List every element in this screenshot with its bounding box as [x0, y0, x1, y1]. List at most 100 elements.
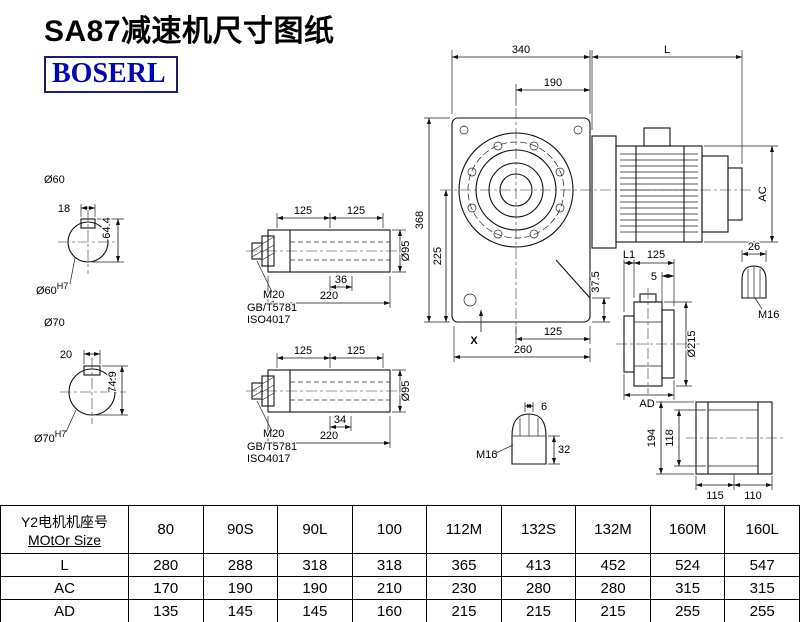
- dim-label-125a: 125: [294, 205, 312, 217]
- dim-label-64-4: 64.4: [101, 217, 113, 238]
- terminal-box: [643, 127, 671, 147]
- dim-hub-bottom-d95: Ø95: [392, 369, 413, 413]
- dim-side-L1: L1: [622, 248, 636, 312]
- motor-rear-cap: [701, 155, 729, 233]
- view-output: 194 118 115 110: [645, 401, 784, 503]
- dim-label-125d: 125: [347, 345, 365, 357]
- dim-main-L: L: [591, 43, 743, 164]
- dim-label-34: 34: [334, 414, 346, 426]
- dim-side-125: 125: [633, 248, 675, 306]
- label-d70h7: Ø70H7: [34, 429, 66, 445]
- dim-label-26: 26: [748, 241, 760, 253]
- dim-side-d215: Ø215: [664, 301, 699, 387]
- table-cell: 280: [128, 553, 204, 577]
- motor-flange: [591, 135, 617, 249]
- row-label: AC: [0, 576, 129, 600]
- dim-label-340: 340: [512, 44, 530, 56]
- dim-label-AC: AC: [757, 186, 769, 201]
- dim-label-368: 368: [414, 211, 426, 229]
- dim-label-d95b: Ø95: [400, 381, 412, 402]
- label-m16-right: M16: [758, 309, 779, 321]
- table-cell: 315: [724, 576, 800, 600]
- dim-main-260: 260: [453, 326, 591, 362]
- view-hollow-shaft-bottom: 125 125 34 220 Ø95 M20 GB/T5781: [246, 344, 414, 467]
- view-shaft70-section: 20 74.9 Ø70 Ø70H7: [33, 316, 128, 446]
- table-cell: 145: [202, 599, 279, 622]
- col-header: 80: [128, 505, 204, 554]
- header-cn: Y2电机机座号: [20, 513, 109, 530]
- bore-70-tol: H7: [55, 429, 67, 439]
- table-cell: 255: [649, 599, 726, 622]
- dim-label-260: 260: [514, 344, 532, 356]
- table-cell: 318: [277, 553, 353, 577]
- dim-label-18: 18: [58, 203, 70, 215]
- table-cell: 280: [575, 576, 651, 600]
- table-cell: 452: [575, 553, 651, 577]
- dim-output-115-110: 115 110: [695, 474, 773, 503]
- marker-x: X: [469, 309, 484, 348]
- table-cell: 215: [575, 599, 651, 622]
- label-m20b: M20: [263, 428, 284, 440]
- dim-hub-top-220: 220: [267, 276, 391, 308]
- table-cell: 288: [202, 553, 279, 577]
- table-header-row: Y2电机机座号 MOtOr Size 80 90S 90L 100 112M 1…: [0, 505, 800, 554]
- technical-drawing: 18 64.4 Ø60 Ø60H7 20 74.: [33, 43, 784, 503]
- label-d70: Ø70: [44, 317, 65, 329]
- dim-label-L1: L1: [623, 249, 635, 261]
- dim-main-AC: AC: [704, 145, 778, 243]
- dim-label-110: 110: [744, 490, 762, 502]
- motor-size-table: Y2电机机座号 MOtOr Size 80 90S 90L 100 112M 1…: [0, 505, 800, 622]
- dim-label-125b: 125: [347, 205, 365, 217]
- dim-output-194: 194: [645, 401, 694, 475]
- dim-key-bottom-6: 6: [524, 400, 548, 414]
- dim-label-5: 5: [651, 271, 657, 283]
- dim-hub-top-125-125: 125 125: [276, 204, 384, 228]
- table-cell: 170: [128, 576, 204, 600]
- table-cell: 524: [649, 553, 726, 577]
- dim-hub-top-36: 36: [329, 273, 353, 291]
- table-row-AC: AC 170 190 190 210 230 280 280 315 315: [0, 576, 800, 600]
- dim-label-118: 118: [664, 429, 676, 447]
- detail-key-bottom: 6 32 M16: [475, 400, 572, 465]
- dim-shaft60-height: 64.4: [92, 216, 124, 263]
- bore-60-tol: H7: [57, 281, 69, 291]
- dim-main-368: 368: [413, 117, 450, 323]
- dim-label-190: 190: [544, 77, 562, 89]
- dim-side-5: 5: [650, 270, 675, 306]
- dim-main-225: 225: [431, 189, 449, 323]
- dim-hub-bottom-34: 34: [329, 413, 352, 431]
- table-cell: 280: [500, 576, 577, 600]
- dim-label-32: 32: [558, 444, 570, 456]
- col-header: 160M: [649, 505, 726, 554]
- dim-shaft70-key-width: 20: [59, 348, 101, 364]
- page-title: SA87减速机尺寸图纸: [44, 15, 335, 48]
- label-m20a: M20: [263, 289, 284, 301]
- dim-key-right-26: 26: [741, 240, 767, 262]
- col-header: 90L: [277, 505, 353, 554]
- col-header: 132S: [500, 505, 577, 554]
- col-header: 112M: [426, 505, 502, 554]
- table-cell: 315: [649, 576, 726, 600]
- row-label: L: [0, 553, 129, 577]
- table-cell: 318: [351, 553, 428, 577]
- dim-side-AD: AD: [623, 374, 675, 411]
- table-cell: 255: [724, 599, 800, 622]
- table-row-L: L 280 288 318 318 365 413 452 524 547: [0, 553, 800, 577]
- dim-main-37-5: 37.5: [589, 270, 610, 323]
- dim-main-125: 125: [515, 325, 591, 344]
- gearbox-housing: [451, 117, 591, 323]
- row-label: AD: [0, 599, 129, 622]
- motor-size-header: Y2电机机座号 MOtOr Size: [0, 505, 129, 554]
- bore-60: Ø60: [36, 285, 57, 297]
- label-std2a: ISO4017: [247, 314, 290, 326]
- table-cell: 190: [202, 576, 279, 600]
- label-d60: Ø60: [44, 174, 65, 186]
- view-main-front: 340 L 190 368 225: [413, 43, 778, 362]
- dim-hub-bottom-220: 220: [267, 416, 391, 448]
- dim-hub-bottom-125-125: 125 125: [276, 344, 384, 368]
- dim-label-125c: 125: [294, 345, 312, 357]
- leader-d60h7: [69, 257, 76, 285]
- table-cell: 215: [426, 599, 502, 622]
- dim-label-6: 6: [541, 401, 547, 413]
